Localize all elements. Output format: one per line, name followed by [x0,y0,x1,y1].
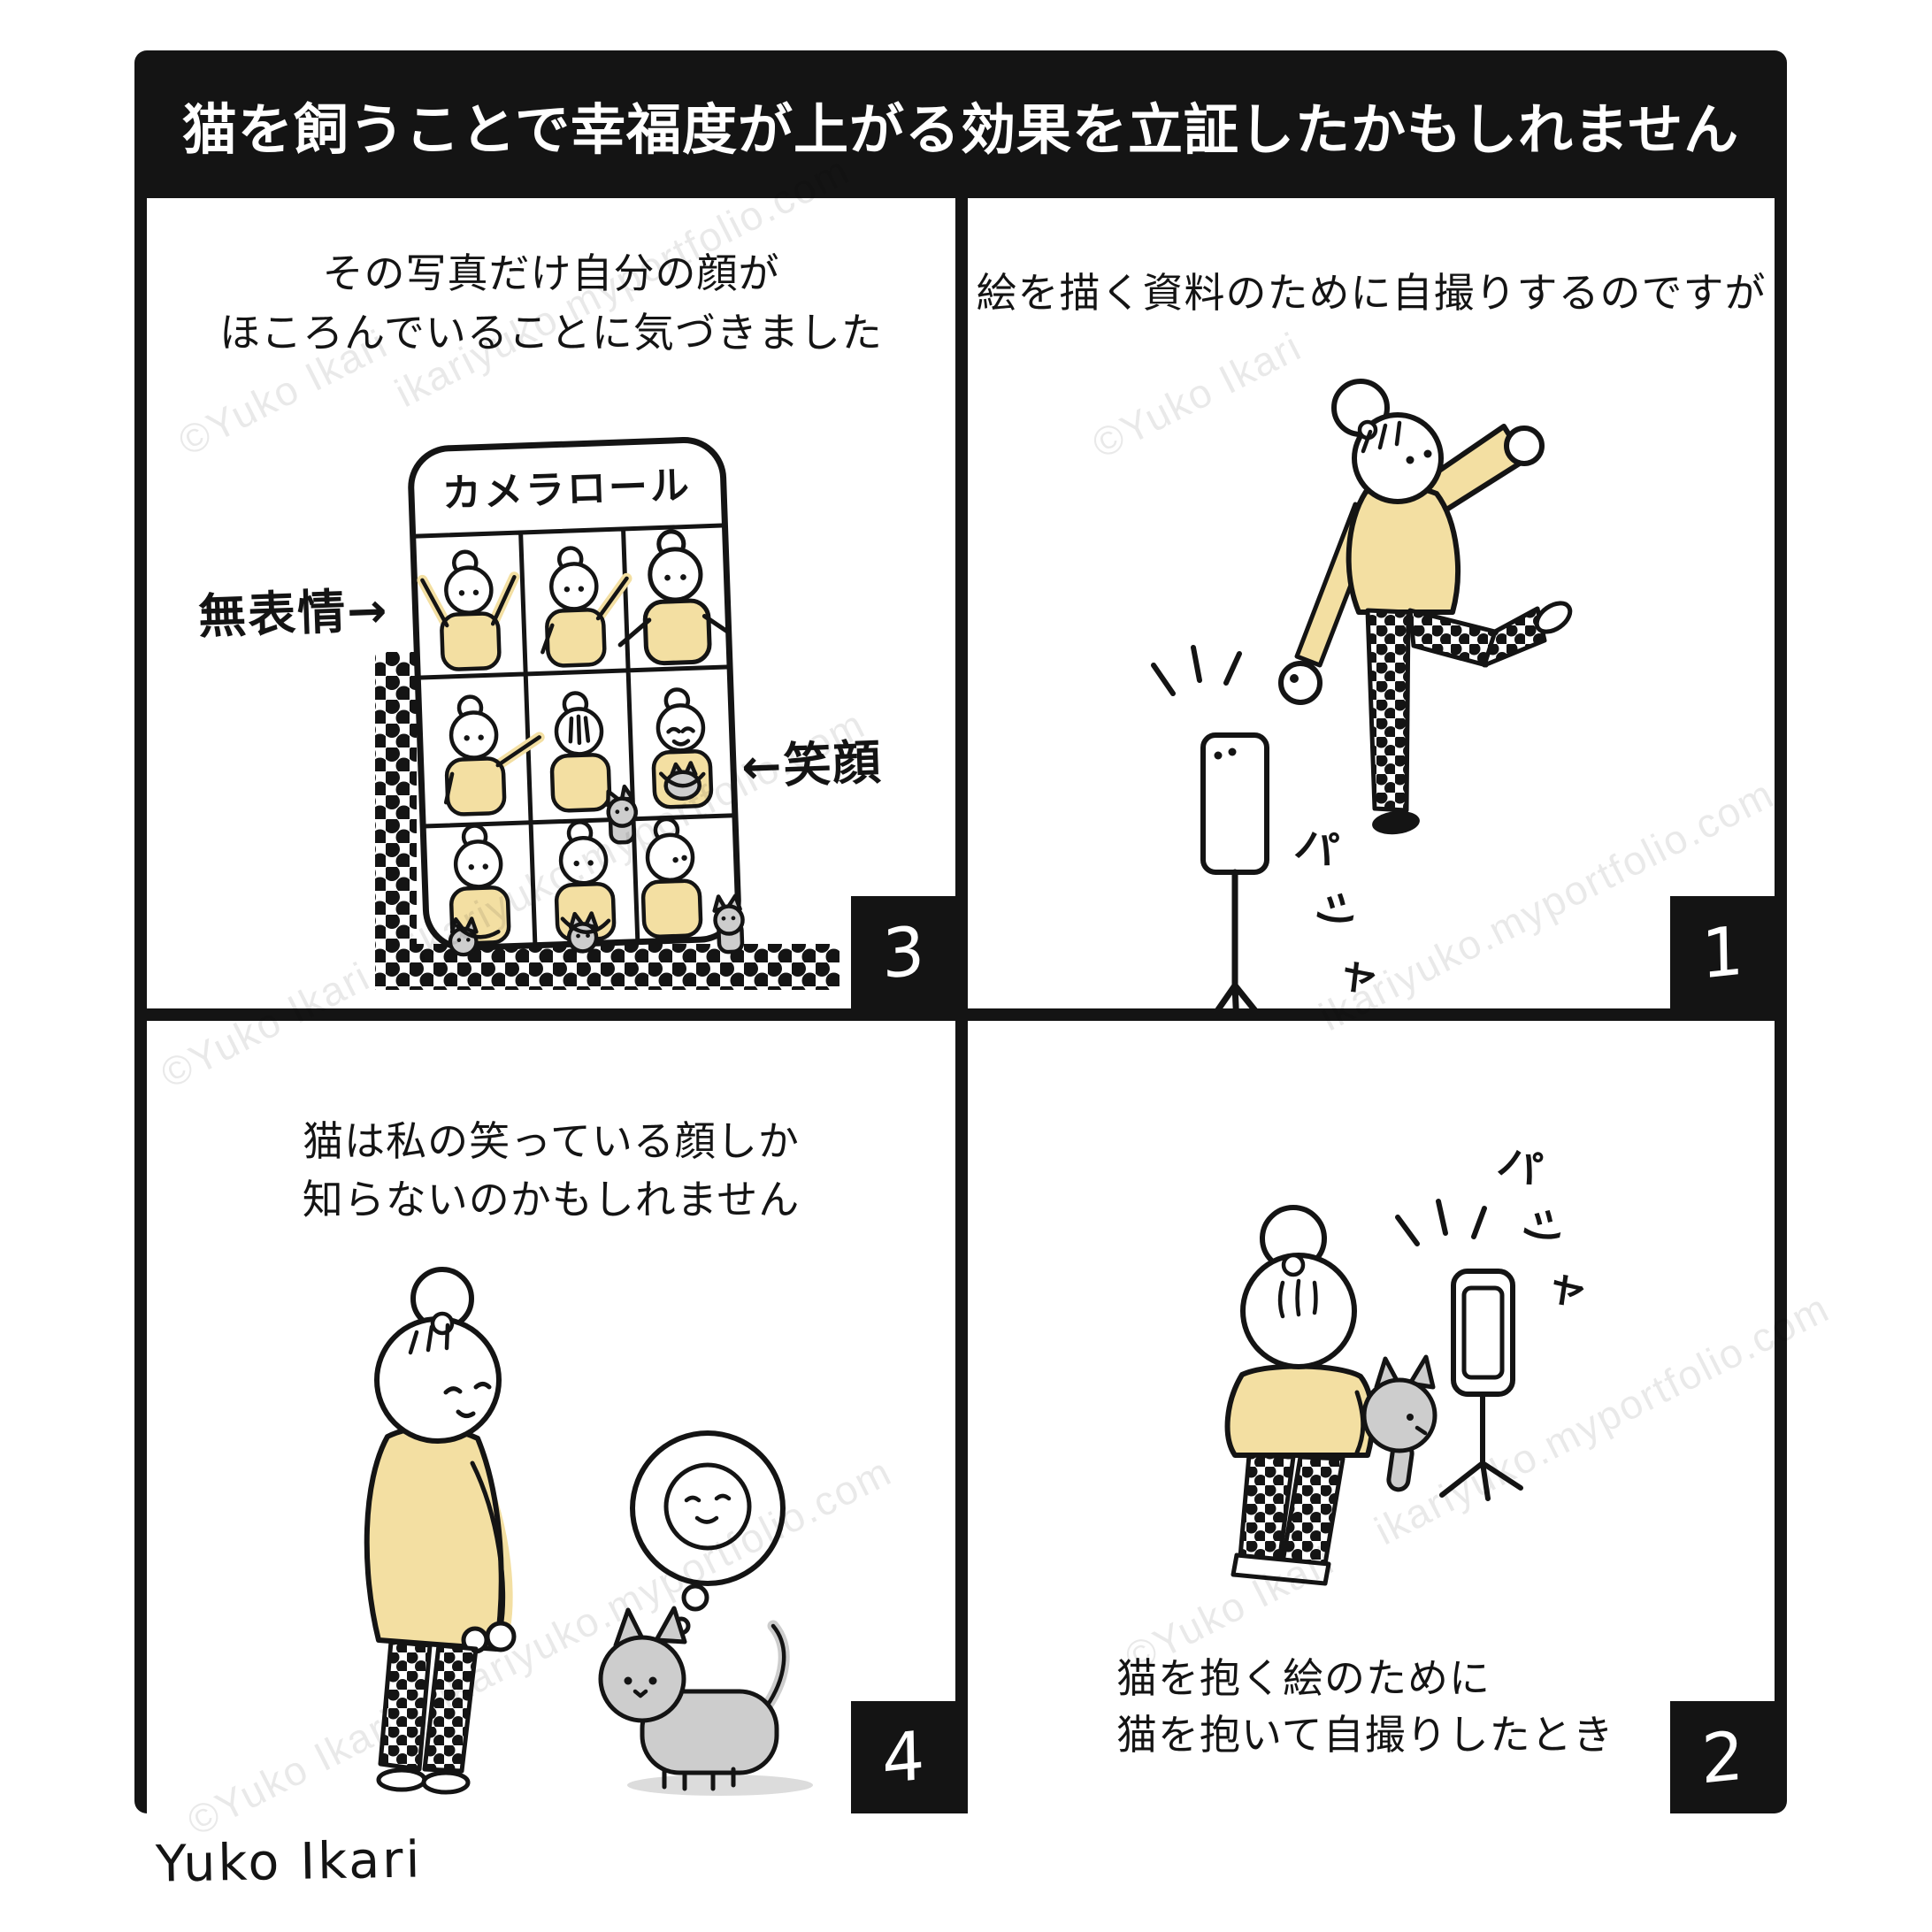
caption-line: 絵を描く資料のために自撮りするのですが [976,271,1767,316]
panel-number-box: 4 [851,1701,955,1813]
grid-photo [640,816,744,954]
grid-photo [617,530,730,665]
jumping-person [1278,379,1573,835]
label-smile: ←笑顔 [740,734,884,795]
label-neutral-face: 無表情→ [197,582,390,645]
selfie-pose-illustration [1151,379,1573,1008]
caption-line: 猫は私の笑っている顔しか [303,1119,800,1164]
grid-photo [651,688,712,808]
panel-3-caption: その写真だけ自分の顔が ほころんでいることに気づきました [147,244,955,363]
camera-roll-phone: カメラロール [408,437,744,962]
person-holding-cat [1224,1205,1376,1586]
artist-signature: Yuko Ikari [155,1830,423,1894]
comic-panel-grid: その写真だけ自分の顔が ほころんでいることに気づきました 無表情→ ←笑顔 カメ… [134,198,1787,1813]
grid-photo [446,824,510,954]
camera-flash-marks [1395,1199,1487,1246]
grid-photo [442,694,545,815]
caption-line: 猫を抱いて自撮りしたとき [1116,1713,1614,1758]
phone-on-tripod [1200,732,1269,1008]
cat-over-shoulder [1361,1354,1438,1492]
photo-grid [417,530,744,962]
panel-1: 絵を描く資料のために自撮りするのですが パ シ ャ [968,198,1775,1008]
panel-3: その写真だけ自分の顔が ほころんでいることに気づきました 無表情→ ←笑顔 カメ… [147,198,955,1008]
caption-line: その写真だけ自分の顔が [322,251,780,296]
smiling-person [364,1267,517,1795]
panel-2-caption: 猫を抱く絵のために 猫を抱いて自撮りしたとき [1116,1651,1775,1764]
grid-photo [417,550,520,671]
camera-roll-illustration: カメラロール [375,437,840,990]
halftone-shadow [375,652,840,990]
panel-number-box: 1 [1670,896,1775,1008]
panel-number-box: 3 [851,896,955,1008]
phone-on-tripod [1439,1269,1523,1501]
panel-4-caption: 猫は私の笑っている顔しか 知らないのかもしれません [147,1113,955,1230]
comic-title-bar: 猫を飼うことで幸福度が上がる効果を立証したかもしれません [134,50,1787,198]
comic-title: 猫を飼うことで幸福度が上がる効果を立証したかもしれません [181,99,1740,161]
panel-4: 猫は私の笑っている顔しか 知らないのかもしれません [147,1021,955,1813]
grid-photo [554,821,615,952]
panel-number-box: 2 [1670,1701,1775,1813]
panel-number: 4 [881,1715,925,1799]
camera-flash-marks [1151,645,1242,696]
panel-number: 2 [1700,1715,1744,1799]
panel-number: 3 [881,910,925,994]
panel-1-caption: 絵を描く資料のために自撮りするのですが [968,264,1775,323]
panel-number: 1 [1700,910,1744,994]
caption-line: 猫を抱く絵のために [1116,1656,1491,1701]
panel-2: 猫を抱く絵のために 猫を抱いて自撮りしたとき パ シ ャ [968,1021,1775,1813]
phone-screen-title: カメラロール [441,463,693,517]
caption-line: 知らないのかもしれません [302,1177,801,1223]
cat [598,1606,813,1796]
grid-photo [549,691,640,845]
person-and-cat-illustration [364,1267,813,1796]
caption-line: ほころんでいることに気づきました [219,310,883,356]
selfie-with-cat-illustration [1224,1199,1523,1586]
grid-photo [540,546,632,666]
thought-bubble [630,1430,786,1636]
